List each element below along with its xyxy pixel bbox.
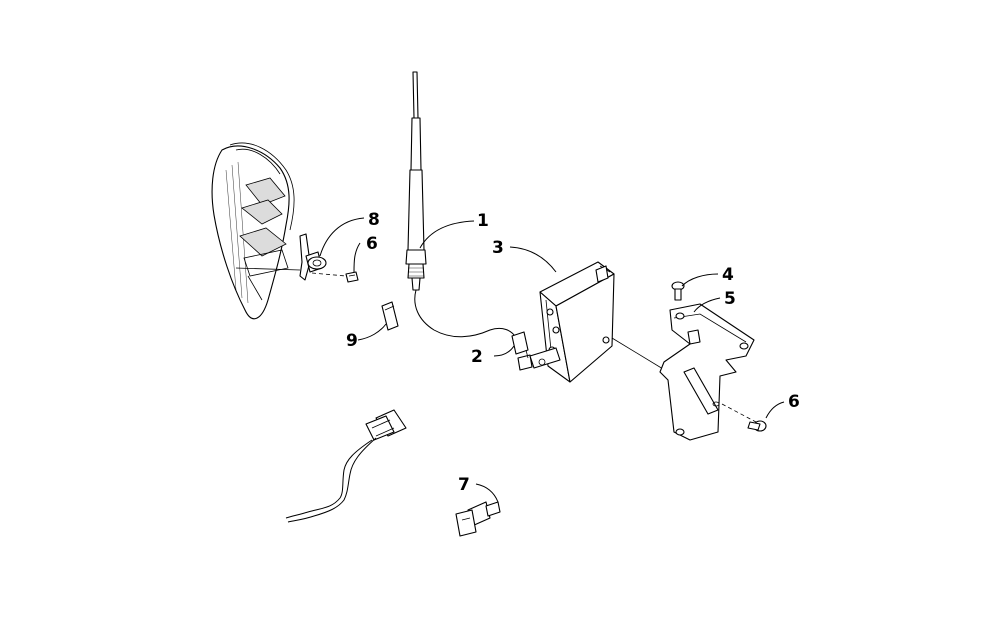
- screw-6-part: [721, 403, 767, 432]
- callout-6-top: 6: [366, 234, 378, 254]
- callout-8: 8: [368, 210, 380, 230]
- wiring-harness-part: [285, 409, 501, 537]
- callout-leaders: [319, 217, 785, 503]
- control-module-part: [529, 261, 669, 383]
- screw-4-part: [671, 281, 685, 301]
- mounting-bracket-part: [659, 303, 755, 441]
- callout-9: 9: [346, 331, 358, 351]
- callout-7: 7: [458, 475, 470, 495]
- callout-1: 1: [477, 211, 489, 231]
- callout-6-right: 6: [788, 392, 800, 412]
- connector-part: [511, 331, 533, 371]
- callout-4: 4: [722, 265, 734, 285]
- callout-3: 3: [492, 238, 504, 258]
- nose-panel-part: [211, 142, 295, 320]
- screw-part: [345, 271, 359, 283]
- spacer-part: [381, 301, 399, 331]
- callout-5: 5: [724, 289, 736, 309]
- mount-bracket-part: [235, 233, 347, 281]
- callout-2: 2: [471, 347, 483, 367]
- antenna-part: [405, 71, 517, 339]
